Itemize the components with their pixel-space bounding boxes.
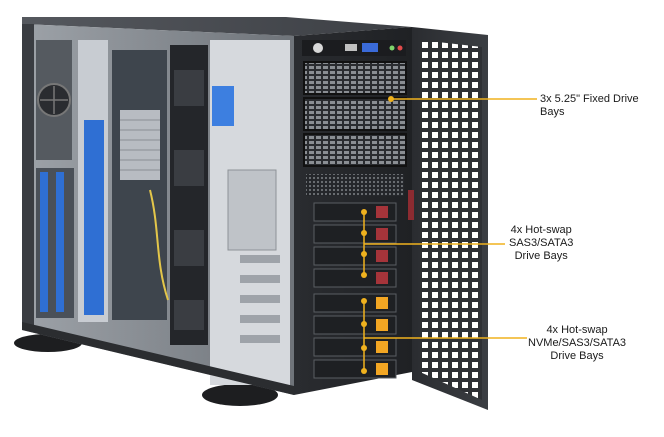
bay-latch-orange-2[interactable] <box>376 319 388 331</box>
nvme-bay-4[interactable] <box>313 359 397 379</box>
cpu-heatsink <box>120 110 160 180</box>
heatsink-fins <box>120 119 160 171</box>
chassis-bottom-edge <box>22 322 294 395</box>
callout-fixed-drive-bays: 3x 5.25" Fixed Drive Bays <box>540 93 639 119</box>
leader-lines <box>363 98 537 371</box>
callout-hotswap-sas-sata: 4x Hot-swap SAS3/SATA3 Drive Bays <box>509 224 573 263</box>
hotswap-bay-1[interactable] <box>313 202 397 222</box>
bay-latch-orange-1[interactable] <box>376 297 388 309</box>
front-vent <box>306 174 404 196</box>
hotswap-bay-3[interactable] <box>313 246 397 266</box>
power-button-icon[interactable] <box>313 43 323 53</box>
blue-expansion-latches <box>40 172 64 312</box>
nvme-bay-2[interactable] <box>313 315 397 335</box>
fixed-bay-1[interactable] <box>303 61 407 95</box>
cage-slots <box>240 255 280 343</box>
blue-card-holder <box>84 120 104 315</box>
bay-latch-orange-4[interactable] <box>376 363 388 375</box>
fan-wall-latches <box>174 70 204 330</box>
chassis-foot-front <box>202 384 278 406</box>
status-led-2-icon <box>397 45 403 51</box>
rear-frame <box>22 24 34 330</box>
callout-line: NVMe/SAS3/SATA3 <box>528 337 627 349</box>
hotswap-nvme-bays <box>313 293 397 379</box>
callout-line: Drive Bays <box>514 250 568 262</box>
nvme-bay-3[interactable] <box>313 337 397 357</box>
nvme-bay-1[interactable] <box>313 293 397 313</box>
blue-drive-latch <box>212 86 234 126</box>
usb-port-icon[interactable] <box>345 44 357 51</box>
door-hinge <box>408 190 414 220</box>
callout-line: Bays <box>540 106 565 118</box>
bay-latch-red-3[interactable] <box>376 250 388 262</box>
bay-latch-red-1[interactable] <box>376 206 388 218</box>
fixed-525-bays <box>303 61 407 167</box>
yellow-cables <box>149 189 169 301</box>
vga-port-icon[interactable] <box>362 43 378 52</box>
callout-line: 4x Hot-swap <box>510 224 572 236</box>
bay-latch-orange-3[interactable] <box>376 341 388 353</box>
bay-latch-red-4[interactable] <box>376 272 388 284</box>
cage-bracket <box>227 169 277 251</box>
callout-hotswap-nvme: 4x Hot-swap NVMe/SAS3/SATA3 Drive Bays <box>528 324 626 363</box>
hotswap-bay-4[interactable] <box>313 268 397 288</box>
callout-line: 4x Hot-swap <box>546 324 608 336</box>
callout-line: SAS3/SATA3 <box>509 237 574 249</box>
callout-line: 3x 5.25" Fixed Drive <box>540 93 639 105</box>
fixed-bay-3[interactable] <box>303 133 407 167</box>
status-led-icon <box>389 45 395 51</box>
leader-dots <box>361 96 394 374</box>
hotswap-sas-sata-bays <box>313 202 397 288</box>
fixed-bay-2[interactable] <box>303 97 407 131</box>
bay-latch-red-2[interactable] <box>376 228 388 240</box>
callout-line: Drive Bays <box>550 350 604 362</box>
front-door-perforation <box>420 40 482 400</box>
chassis-top-panel <box>22 17 412 36</box>
hotswap-bay-2[interactable] <box>313 224 397 244</box>
motherboard <box>112 50 167 320</box>
